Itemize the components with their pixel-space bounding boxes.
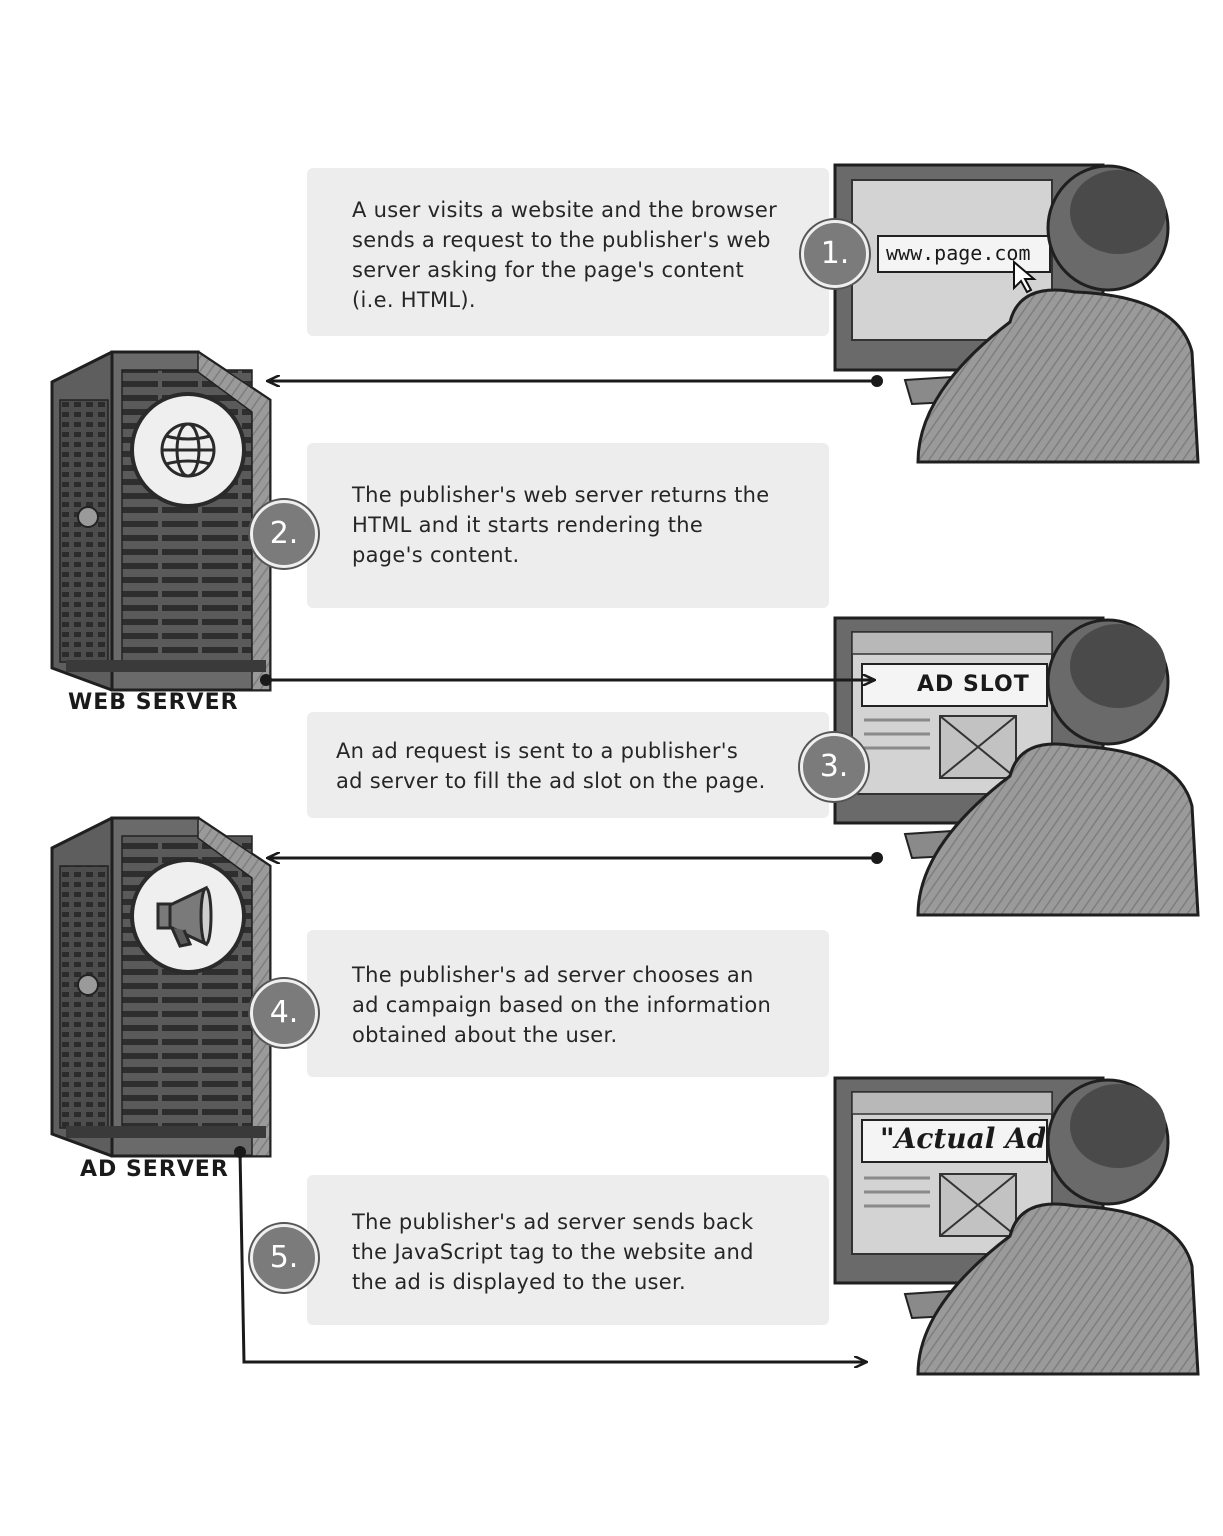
web-server [50,350,272,692]
step-3-badge: 3. [800,733,868,801]
url-bar-text: www.page.com [886,241,1031,265]
web-server-label: WEB SERVER [68,690,239,715]
step-1-badge: 1. [801,220,869,288]
step-2-badge: 2. [250,500,318,568]
step-5-text: The publisher's ad server sends back the… [352,1210,754,1294]
user-computer-1 [833,163,1200,464]
step-2-box [307,443,829,608]
step-2-text: The publisher's web server returns the H… [352,483,770,567]
arrow-html-to-browser [260,674,874,686]
step-3-text: An ad request is sent to a publisher's a… [336,739,766,793]
ad-server-label: AD SERVER [80,1157,229,1182]
arrow-tag-to-website [234,1146,866,1362]
step-5-box [307,1175,829,1325]
ad-slot-label: AD SLOT [917,672,1030,697]
user-computer-2 [833,616,1200,917]
step-1-box [307,168,829,336]
step-4-badge: 4. [250,979,318,1047]
arrow-request-to-web-server [268,375,883,387]
step-4-text: The publisher's ad server chooses an ad … [352,963,772,1047]
step-1-text: A user visits a website and the browser … [352,198,778,312]
step-3-box [307,712,829,818]
user-computer-3 [833,1076,1200,1376]
arrow-ad-request-to-ad-server [268,852,883,864]
ad-server [50,816,272,1158]
step-4-box [307,930,829,1077]
actual-ad-label: "Actual Ad" [880,1122,1045,1155]
step-5-badge: 5. [250,1224,318,1292]
